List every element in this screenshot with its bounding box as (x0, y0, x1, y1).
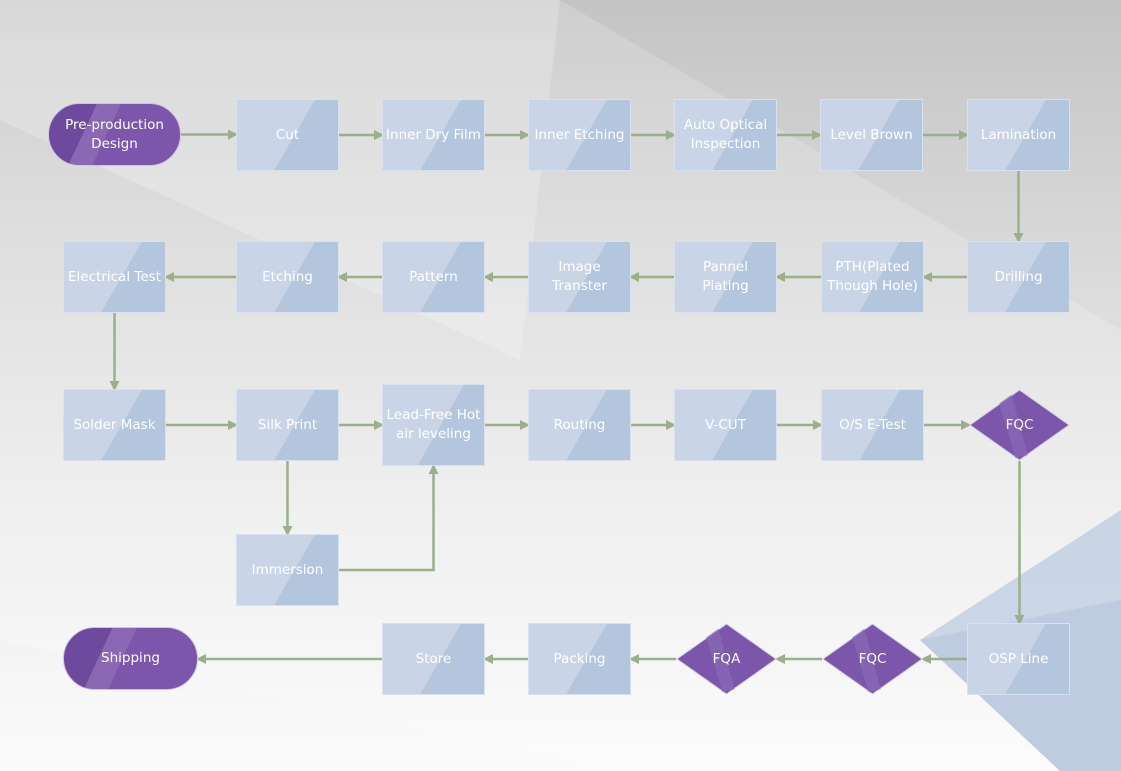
node-vc: V-CUT (674, 389, 777, 461)
node-imm: Immersion (236, 534, 339, 606)
decision-diamond-shape (822, 623, 923, 695)
node-it: Image Transter (528, 241, 631, 313)
node-cut: Cut (236, 99, 339, 171)
node-store: Store (382, 623, 485, 695)
node-etc: Etching (236, 241, 339, 313)
node-pth: PTH(Plated Though Hole) (821, 241, 924, 313)
connector-imm-to-lf (339, 464, 439, 572)
node-label: Electrical Test (68, 268, 161, 285)
node-aoi: Auto Optical Inspection (674, 99, 777, 171)
node-label: Cut (275, 126, 300, 143)
node-label: Inner Etching (534, 126, 625, 143)
node-lf: Lead-Free Hot air leveling (382, 384, 485, 466)
node-label: Etching (262, 268, 313, 285)
node-label: OSP Line (988, 650, 1049, 667)
node-label: Level Brown (830, 126, 913, 143)
node-sm: Solder Mask (63, 389, 166, 461)
node-label: O/S E-Test (839, 416, 906, 433)
node-label: Drilling (994, 268, 1043, 285)
node-label: PTH(Plated Though Hole) (827, 259, 918, 294)
node-label: Solder Mask (73, 416, 156, 433)
node-ie: Inner Etching (528, 99, 631, 171)
node-label: Silk Print (257, 416, 318, 433)
node-lam: Lamination (967, 99, 1070, 171)
node-label: FQC (858, 650, 887, 667)
node-fqc1: FQC (969, 389, 1070, 461)
node-et: Electrical Test (63, 241, 166, 313)
node-label: Lamination (980, 126, 1057, 143)
node-pp: Pannel Plating (674, 241, 777, 313)
node-ship: Shipping (63, 627, 198, 690)
node-label: FQA (712, 650, 741, 667)
node-lb: Level Brown (820, 99, 923, 171)
node-label: Lead-Free Hot air leveling (386, 407, 481, 442)
node-label: Shipping (101, 650, 160, 666)
node-osp: OSP Line (967, 623, 1070, 695)
node-label: Auto Optical Inspection (683, 117, 768, 152)
node-label: Immersion (251, 561, 324, 578)
node-label: Routing (553, 416, 606, 433)
node-pack: Packing (528, 623, 631, 695)
node-label: FQC (1005, 416, 1034, 433)
node-label: Pattern (409, 268, 458, 285)
node-label: Pre-production Design (65, 116, 164, 152)
node-label: Inner Dry Film (386, 126, 481, 143)
decision-diamond-shape (676, 623, 777, 695)
node-label: Store (415, 650, 452, 667)
node-label: V-CUT (705, 416, 746, 433)
node-sp: Silk Print (236, 389, 339, 461)
node-rou: Routing (528, 389, 631, 461)
node-label: Pannel Plating (702, 259, 749, 294)
node-dri: Drilling (967, 241, 1070, 313)
node-os: O/S E-Test (821, 389, 924, 461)
node-idf: Inner Dry Film (382, 99, 485, 171)
node-pre: Pre-production Design (48, 103, 181, 166)
node-fqc2: FQC (822, 623, 923, 695)
node-fqa: FQA (676, 623, 777, 695)
node-label: Image Transter (552, 259, 607, 294)
node-label: Packing (553, 650, 606, 667)
decision-diamond-shape (969, 389, 1070, 461)
node-pat: Pattern (382, 241, 485, 313)
